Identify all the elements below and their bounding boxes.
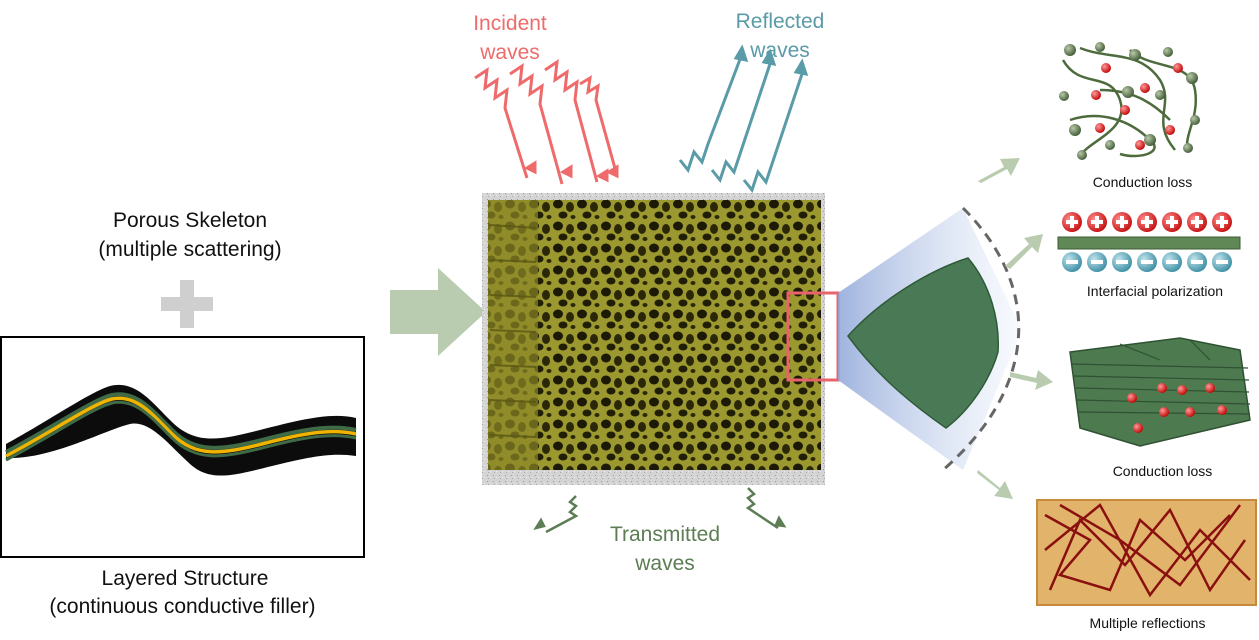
layered-structure-subtitle: (continuous conductive filler) [49,595,316,618]
mechanism-label-interfacial: Interfacial polarization [1086,283,1224,299]
interfacial-polarization-image [1057,212,1241,272]
plus-icon [161,280,213,328]
charge-minus-icon [1062,252,1232,272]
porous-skeleton-title: Porous Skeleton [112,209,268,232]
conduction-loss-network-image [1059,42,1200,160]
reflected-waves-arrows [678,44,809,194]
transmitted-label-line2: waves [635,552,695,575]
mechanism-label-conduction-1: Conduction loss [1092,174,1193,190]
porous-foam-image [482,193,840,485]
incident-label-line1: Incident [473,12,547,35]
stacked-layers-image [1069,337,1251,447]
multiple-reflections-image [1036,499,1257,606]
big-right-arrow-icon [390,268,486,356]
mechanism-label-conduction-2: Conduction loss [1112,463,1213,479]
graphene-sheet-image [847,257,999,429]
incident-label-line2: waves [480,41,540,64]
charge-plus-icon [1062,212,1232,232]
reflected-label-line2: waves [750,39,810,62]
reflected-label-line1: Reflected [735,10,825,33]
mechanism-label-multiple-reflections: Multiple reflections [1089,615,1206,631]
zoom-beam [838,206,1022,472]
transmitted-label-line1: Transmitted [609,523,721,546]
porous-skeleton-subtitle: (multiple scattering) [98,238,282,261]
transmitted-waves-arrows [533,487,787,534]
layered-structure-image [0,336,365,558]
mechanism-arrows [977,158,1053,499]
incident-waves-arrows [474,58,619,185]
layered-structure-title: Layered Structure [101,567,269,590]
